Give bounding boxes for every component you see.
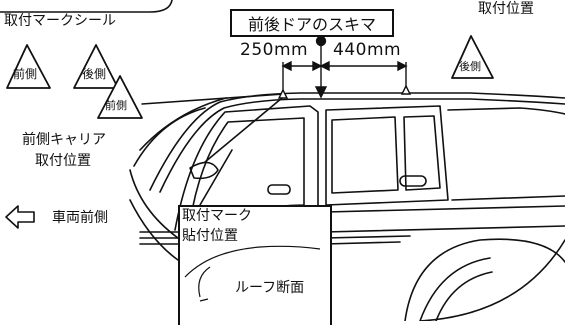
seal-title: 取付マークシール [4,13,116,29]
roof-section-label: ルーフ断面 [235,280,305,296]
mount-position-label: 取付位置 [478,1,534,17]
mark-position-label-1: 取付マーク [182,208,252,224]
triangle-label-front-2: 前側 [105,99,127,112]
triangle-label-rear-2: 後側 [459,60,481,73]
front-carrier-label-1: 前側キャリア [22,132,106,148]
dimension-left: 250mm [240,40,309,60]
triangle-outline-icon [97,75,143,119]
front-carrier-label-2: 取付位置 [35,153,91,169]
vehicle-front-label: 車両前側 [52,210,108,226]
triangle-outline-icon [451,35,494,79]
triangle-outline-icon [6,44,51,89]
dimension-right: 440mm [333,40,402,60]
gap-title: 前後ドアのスキマ [230,9,394,37]
triangle-label-rear: 後側 [82,67,107,81]
mark-position-label-2: 貼付位置 [182,228,238,244]
arrow-left-outline-icon [5,205,35,229]
triangle-label-front: 前側 [13,67,38,81]
triangle-outline-icon [73,44,119,89]
roof-section-panel [178,205,332,325]
